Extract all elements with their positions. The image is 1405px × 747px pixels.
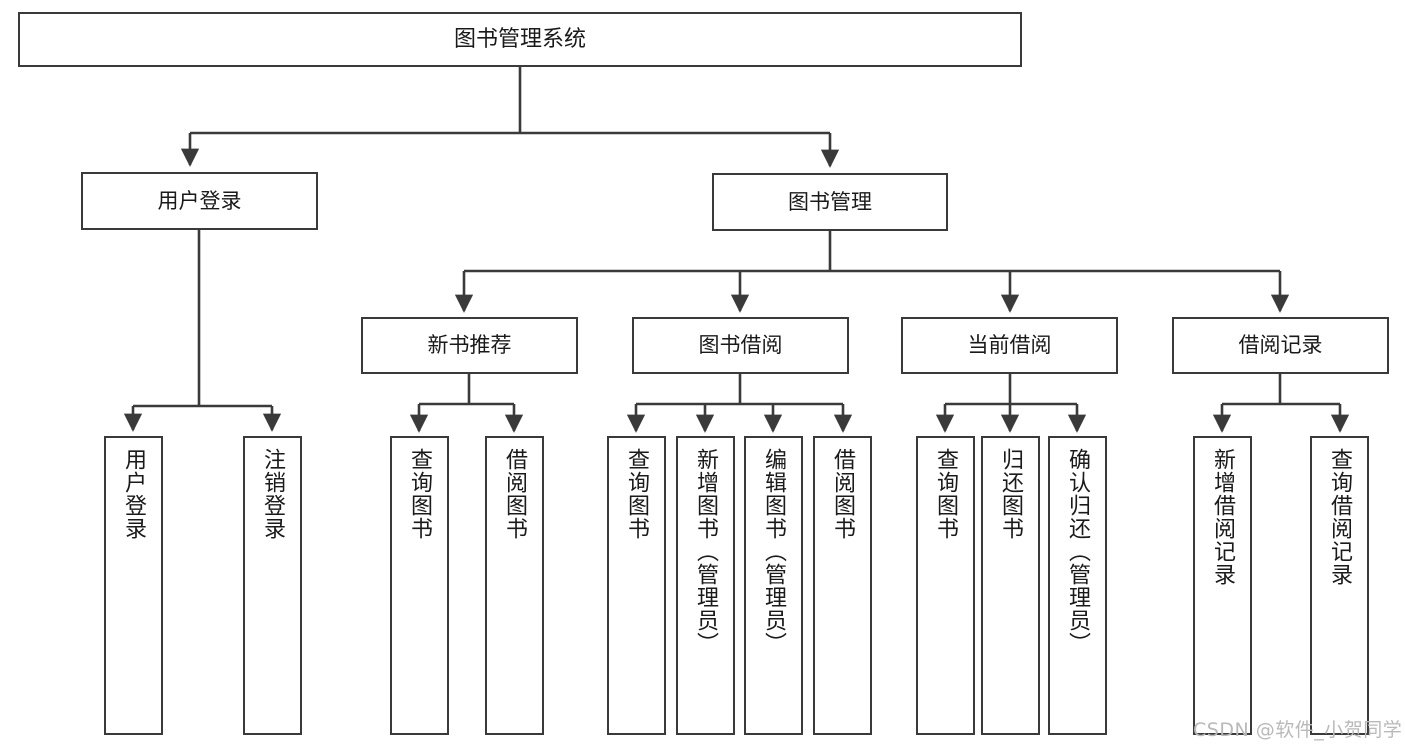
node-label: 编辑图书（管理员） bbox=[761, 448, 787, 655]
node-leaf-user-logout[interactable]: 注销登录 bbox=[243, 436, 302, 735]
node-leaf-add-book[interactable]: 新增图书（管理员） bbox=[676, 436, 735, 735]
node-label: 用户登录 bbox=[157, 188, 242, 213]
node-leaf-borrow-book-2[interactable]: 借阅图书 bbox=[813, 436, 872, 735]
node-leaf-query-record[interactable]: 查询借阅记录 bbox=[1310, 436, 1369, 735]
node-leaf-add-record[interactable]: 新增借阅记录 bbox=[1193, 436, 1252, 735]
node-label: 查询图书 bbox=[407, 448, 433, 540]
node-root-system[interactable]: 图书管理系统 bbox=[18, 12, 1022, 67]
node-label: 注销登录 bbox=[260, 448, 286, 540]
node-label: 查询图书 bbox=[624, 448, 650, 540]
node-book-borrow[interactable]: 图书借阅 bbox=[632, 317, 849, 374]
node-label: 归还图书 bbox=[998, 448, 1024, 540]
node-current-borrow[interactable]: 当前借阅 bbox=[901, 317, 1118, 374]
node-leaf-query-book-1[interactable]: 查询图书 bbox=[390, 436, 449, 735]
node-label: 借阅记录 bbox=[1238, 333, 1323, 358]
node-leaf-confirm-return[interactable]: 确认归还（管理员） bbox=[1048, 436, 1107, 735]
node-leaf-return-book[interactable]: 归还图书 bbox=[981, 436, 1040, 735]
node-label: 新书推荐 bbox=[427, 333, 512, 358]
node-user-login[interactable]: 用户登录 bbox=[81, 172, 318, 230]
node-leaf-edit-book[interactable]: 编辑图书（管理员） bbox=[744, 436, 803, 735]
node-leaf-query-book-2[interactable]: 查询图书 bbox=[607, 436, 666, 735]
node-label: 图书管理 bbox=[788, 189, 872, 214]
node-leaf-query-book-3[interactable]: 查询图书 bbox=[916, 436, 975, 735]
node-label: 用户登录 bbox=[121, 448, 147, 540]
node-label: 图书管理系统 bbox=[453, 26, 586, 52]
node-label: 新增借阅记录 bbox=[1210, 448, 1236, 586]
node-label: 图书借阅 bbox=[698, 333, 783, 358]
node-leaf-borrow-book-1[interactable]: 借阅图书 bbox=[485, 436, 544, 735]
node-label: 新增图书（管理员） bbox=[693, 448, 719, 655]
node-label: 查询借阅记录 bbox=[1327, 448, 1353, 586]
node-new-book-recommend[interactable]: 新书推荐 bbox=[361, 317, 578, 374]
node-book-manage[interactable]: 图书管理 bbox=[712, 173, 948, 231]
csdn-watermark: CSDN @软件_小贺同学 bbox=[1193, 719, 1403, 741]
node-label: 借阅图书 bbox=[830, 448, 856, 540]
node-label: 查询图书 bbox=[933, 448, 959, 540]
node-label: 借阅图书 bbox=[502, 448, 528, 540]
node-borrow-record[interactable]: 借阅记录 bbox=[1172, 317, 1389, 374]
node-label: 当前借阅 bbox=[967, 333, 1052, 358]
node-leaf-user-login[interactable]: 用户登录 bbox=[104, 436, 163, 735]
node-label: 确认归还（管理员） bbox=[1065, 448, 1091, 655]
